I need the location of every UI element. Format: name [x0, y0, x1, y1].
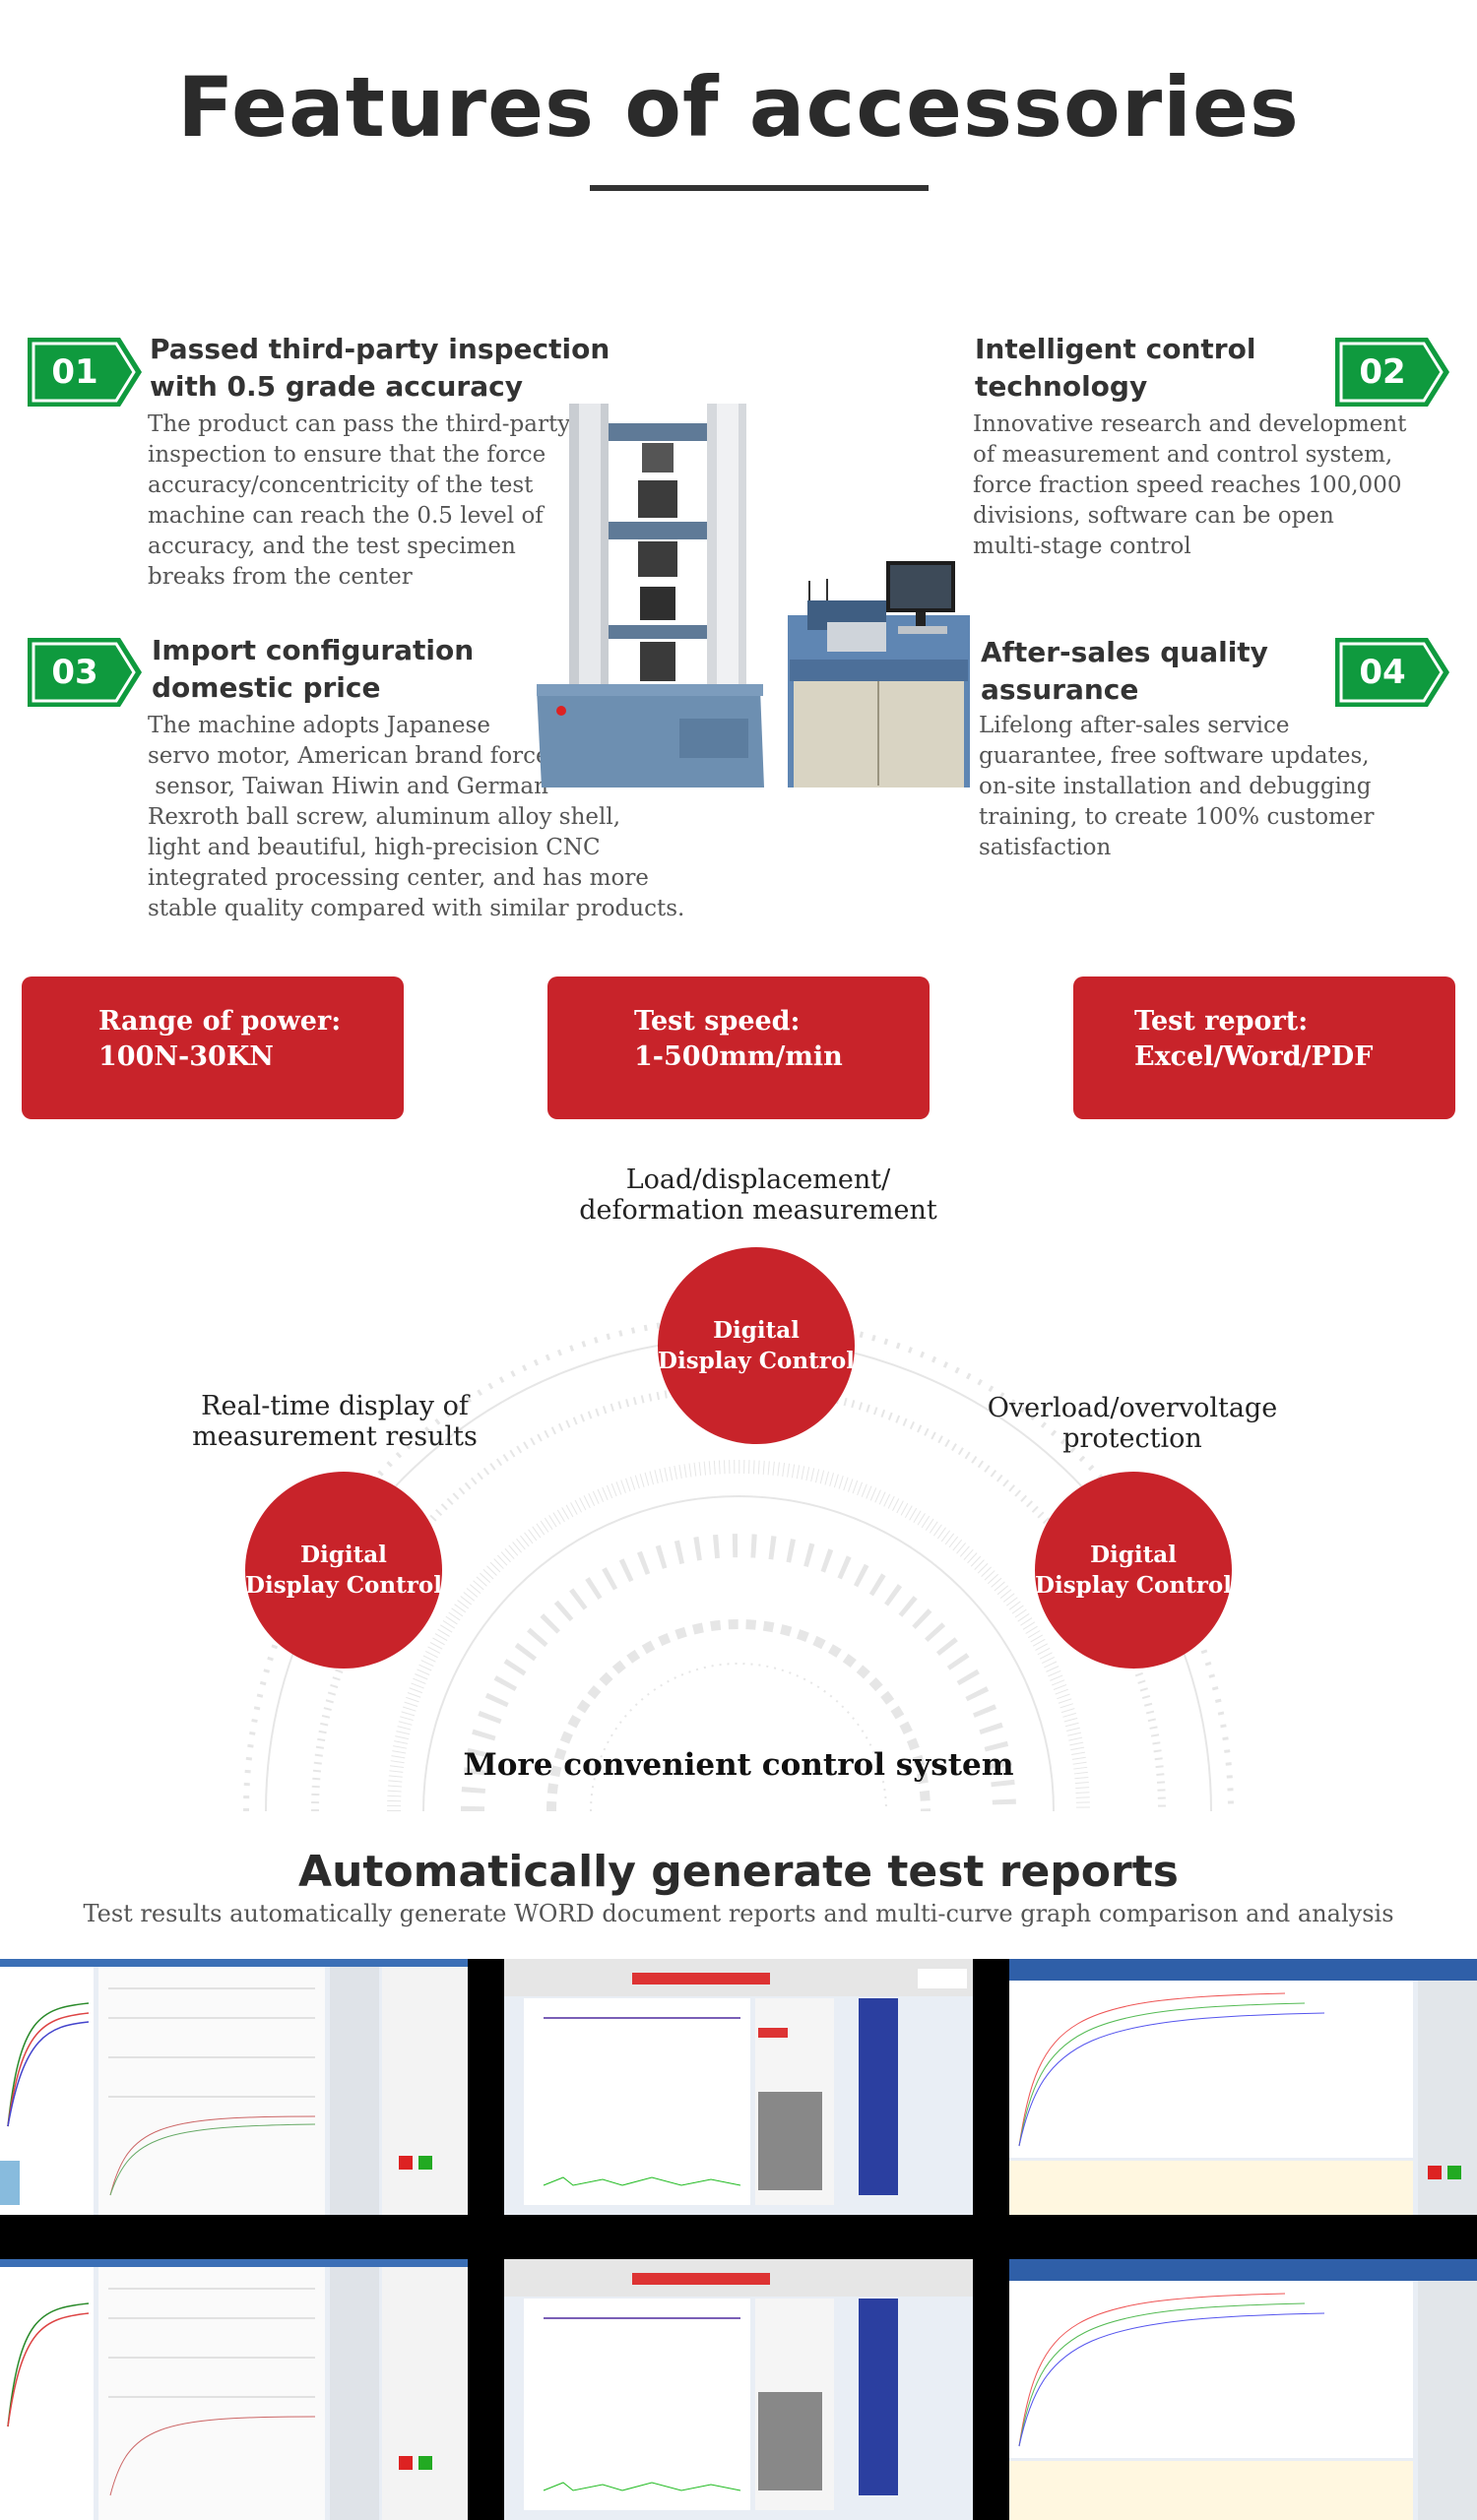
spec-value: 100N-30KN [98, 1041, 274, 1072]
feature-text-line: accuracy/concentricity of the test [148, 472, 534, 498]
screenshot-report-left [0, 1959, 468, 2215]
circle-line: Display Control [1035, 1572, 1232, 1599]
badge-04: 04 [1333, 636, 1451, 709]
feature-title-line: Passed third-party inspection [150, 333, 610, 365]
feature-text-line: The machine adopts Japanese [148, 713, 490, 738]
feature-title-02: Intelligent control technology [975, 331, 1255, 406]
testing-machine-image [537, 404, 970, 788]
feature-text-line: stable quality compared with similar pro… [148, 896, 685, 921]
feature-title-03: Import configuration domestic price [152, 632, 474, 707]
screenshot-multi-curve [1009, 2259, 1477, 2520]
feature-text-line: training, to create 100% customer [979, 804, 1375, 830]
circle-line: Digital [300, 1542, 387, 1568]
feature-title-line: Import configuration [152, 634, 475, 666]
label-overload-protection: Overload/overvoltage protection [965, 1393, 1300, 1454]
feature-text-line: Innovative research and development [973, 411, 1407, 437]
feature-text-line: divisions, software can be open [973, 503, 1334, 529]
reports-subtitle: Test results automatically generate WORD… [83, 1900, 1394, 1927]
feature-title-line: with 0.5 grade accuracy [150, 370, 523, 403]
feature-text-line: multi-stage control [973, 534, 1191, 559]
page-title: Features of accessories [177, 59, 1300, 156]
spec-label: Range of power: [98, 1006, 342, 1037]
label-line: measurement results [192, 1421, 478, 1452]
label-realtime-display: Real-time display of measurement results [158, 1391, 512, 1452]
circle-line: Display Control [245, 1572, 442, 1599]
circle-digital-display-left: Digital Display Control [245, 1472, 442, 1669]
screenshot-test-curve [504, 1959, 973, 2215]
badge-number: 04 [1359, 653, 1406, 692]
label-line: Load/displacement/ [625, 1165, 891, 1195]
feature-text-line: inspection to ensure that the force [148, 442, 546, 468]
feature-text-line: Lifelong after-sales service [979, 713, 1290, 738]
badge-number: 01 [51, 352, 98, 392]
feature-text-line: satisfaction [979, 835, 1112, 860]
feature-text-01: The product can pass the third-party ins… [148, 410, 570, 593]
label-line: protection [1062, 1423, 1202, 1454]
spec-box-power: Range of power: 100N-30KN [22, 976, 404, 1119]
feature-text-line: of measurement and control system, [973, 442, 1393, 468]
label-line: Real-time display of [201, 1391, 469, 1421]
feature-text-line: light and beautiful, high-precision CNC [148, 835, 601, 860]
circle-digital-display-right: Digital Display Control [1035, 1472, 1232, 1669]
control-system-title: More convenient control system [463, 1747, 1014, 1783]
feature-text-line: on-site installation and debugging [979, 774, 1372, 799]
badge-03: 03 [26, 636, 144, 709]
circle-digital-display-top: Digital Display Control [658, 1247, 855, 1444]
spec-box-report: Test report: Excel/Word/PDF [1073, 976, 1455, 1119]
feature-text-line: integrated processing center, and has mo… [148, 865, 649, 891]
reports-title: Automatically generate test reports [298, 1847, 1179, 1897]
badge-02: 02 [1333, 336, 1451, 409]
feature-text-line: sensor, Taiwan Hiwin and German [148, 774, 548, 799]
badge-number: 02 [1359, 352, 1406, 392]
feature-text-line: breaks from the center [148, 564, 413, 590]
label-line: Overload/overvoltage [987, 1393, 1278, 1423]
feature-text-03: The machine adopts Japanese servo motor,… [148, 711, 684, 924]
screenshot-report-left [0, 2259, 468, 2520]
feature-title-01: Passed third-party inspection with 0.5 g… [150, 331, 610, 406]
badge-01: 01 [26, 336, 144, 409]
spec-value: 1-500mm/min [634, 1041, 843, 1072]
label-line: deformation measurement [579, 1195, 937, 1226]
feature-text-04: Lifelong after-sales service guarantee, … [979, 711, 1374, 863]
title-underline [590, 185, 929, 191]
feature-title-line: After-sales quality [981, 636, 1268, 668]
feature-title-line: technology [975, 370, 1148, 403]
spec-label: Test speed: [634, 1006, 801, 1037]
circle-line: Digital [713, 1317, 800, 1344]
feature-title-line: assurance [981, 673, 1139, 706]
label-load-measurement: Load/displacement/ deformation measureme… [551, 1165, 965, 1226]
circle-line: Display Control [658, 1348, 855, 1374]
feature-text-line: The product can pass the third-party [148, 411, 571, 437]
feature-text-line: servo motor, American brand force [148, 743, 549, 769]
screenshot-multi-curve [1009, 1959, 1477, 2215]
feature-title-line: domestic price [152, 671, 381, 704]
feature-text-line: force fraction speed reaches 100,000 [973, 472, 1402, 498]
feature-text-line: machine can reach the 0.5 level of [148, 503, 544, 529]
feature-title-04: After-sales quality assurance [981, 634, 1268, 709]
circle-line: Digital [1090, 1542, 1177, 1568]
report-screenshots-grid [0, 1959, 1477, 2520]
spec-box-speed: Test speed: 1-500mm/min [547, 976, 930, 1119]
feature-text-line: Rexroth ball screw, aluminum alloy shell… [148, 804, 621, 830]
spec-label: Test report: [1134, 1006, 1309, 1037]
feature-text-line: guarantee, free software updates, [979, 743, 1370, 769]
feature-text-02: Innovative research and development of m… [973, 410, 1406, 562]
badge-number: 03 [51, 653, 98, 692]
feature-text-line: accuracy, and the test specimen [148, 534, 516, 559]
screenshot-test-curve [504, 2259, 973, 2520]
spec-value: Excel/Word/PDF [1134, 1041, 1374, 1072]
feature-title-line: Intelligent control [975, 333, 1256, 365]
